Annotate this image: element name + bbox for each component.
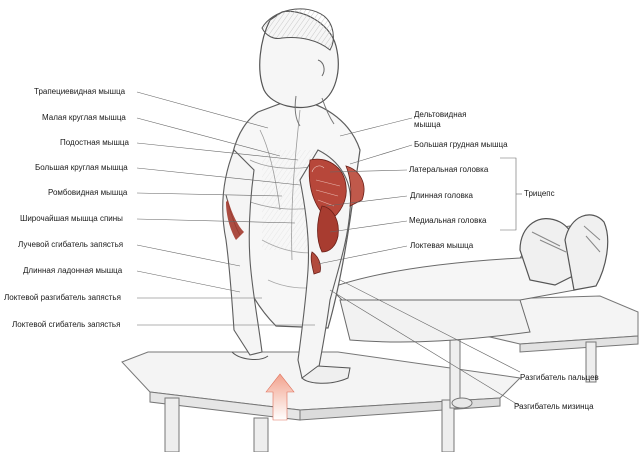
label-long-head: Длинная головка xyxy=(410,191,473,200)
left-arm xyxy=(222,149,269,360)
anconeus-muscle xyxy=(310,251,321,275)
medial-head-muscle xyxy=(317,205,339,253)
label-flexor-carpi-radialis: Лучевой сгибатель запястья xyxy=(18,240,124,249)
deltoid-muscle xyxy=(345,165,365,207)
label-lateral-head: Латеральная головка xyxy=(409,165,489,174)
label-pectoralis-major: Большая грудная мышца xyxy=(414,140,508,149)
label-latissimus: Широчайшая мышца спины xyxy=(20,214,123,223)
label-triceps: Трицепс xyxy=(524,189,555,198)
bench xyxy=(121,295,639,452)
triceps-left xyxy=(226,200,244,240)
push-up-arrow-icon xyxy=(265,373,295,421)
label-extensor-digitorum: Разгибатель пальцев xyxy=(520,373,599,382)
label-teres-minor: Малая круглая мышца xyxy=(42,113,126,122)
label-trapezius: Трапециевидная мышца xyxy=(34,87,126,96)
label-palmaris-longus: Длинная ладонная мышца xyxy=(23,266,123,275)
label-extensor-digiti-minimi: Разгибатель мизинца xyxy=(514,402,594,411)
head xyxy=(259,8,339,127)
label-teres-major: Большая круглая мышца xyxy=(35,163,128,172)
leader-lines-left xyxy=(136,91,315,326)
label-infraspinatus: Подостная мышца xyxy=(60,138,129,147)
label-ext-carpi-ulnaris: Локтевой разгибатель запястья xyxy=(4,293,121,302)
label-rhomboid: Ромбовидная мышца xyxy=(48,188,128,197)
leader-lines-right xyxy=(317,117,522,407)
label-medial-head: Медиальная головка xyxy=(409,216,487,225)
label-deltoid: Дельтовидная мышца xyxy=(414,110,467,129)
legs xyxy=(329,214,609,343)
label-anconeus: Локтевая мышца xyxy=(410,241,474,250)
label-flexor-carpi-ulnaris: Локтевой сгибатель запястья xyxy=(12,320,121,329)
